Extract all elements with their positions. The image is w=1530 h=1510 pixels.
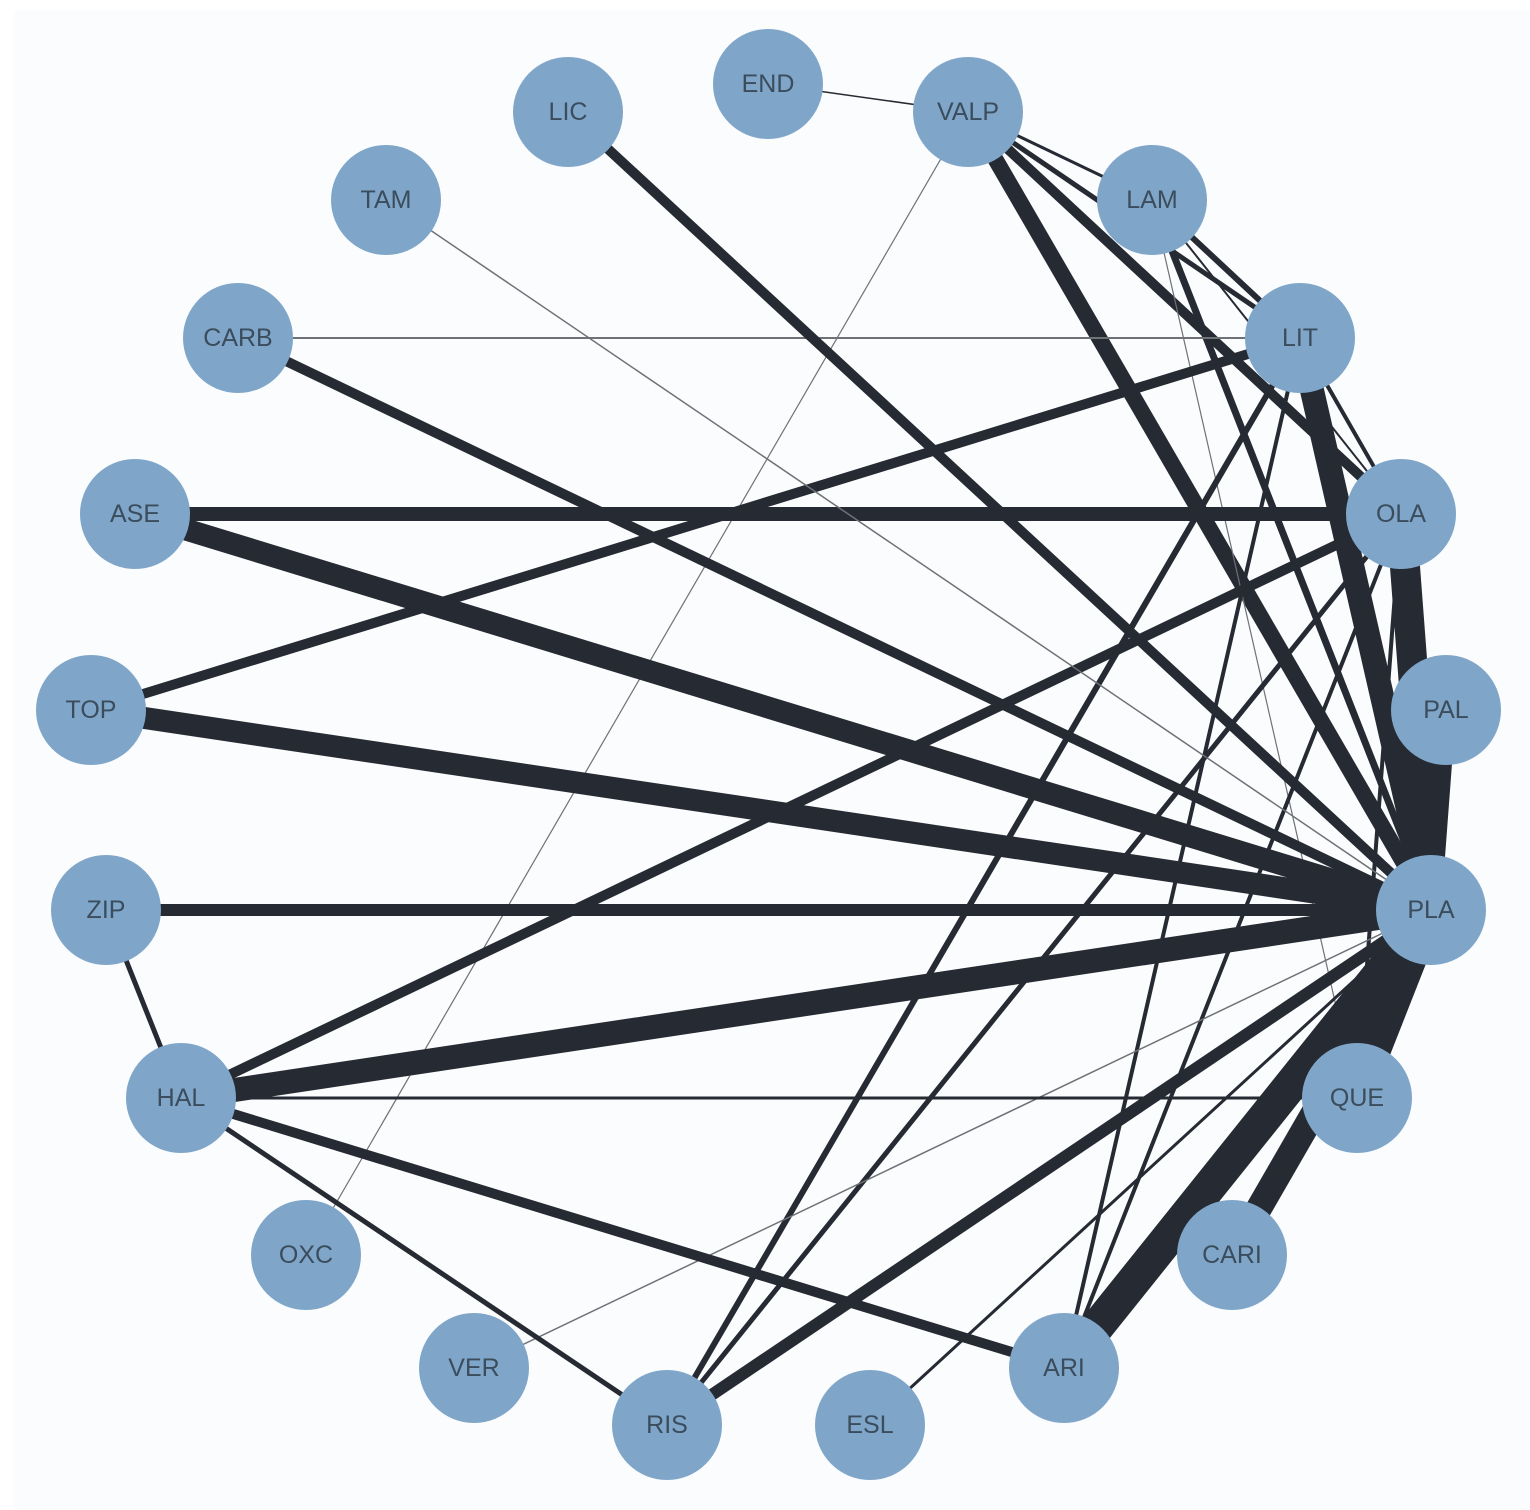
node-carb[interactable]: CARB <box>183 283 293 393</box>
node-circle[interactable] <box>1391 655 1501 765</box>
network-graph: END VALP LAM LIT OLA PAL PLA QUE CARI ARI ESL RIS VE… <box>14 10 1530 1510</box>
node-circle[interactable] <box>51 855 161 965</box>
edge-hal-ris <box>179 1095 669 1428</box>
node-label: LAM <box>1126 186 1177 214</box>
node-circle[interactable] <box>251 1200 361 1310</box>
node-label: HAL <box>157 1084 206 1112</box>
edge-pla-tam <box>385 199 1432 911</box>
node-zip[interactable]: ZIP <box>51 855 161 965</box>
node-label: END <box>742 70 795 98</box>
node-pal[interactable]: PAL <box>1391 655 1501 765</box>
node-label: RIS <box>646 1411 688 1439</box>
node-circle[interactable] <box>913 57 1023 167</box>
node-circle[interactable] <box>36 655 146 765</box>
node-ase[interactable]: ASE <box>80 459 190 569</box>
node-top[interactable]: TOP <box>36 655 146 765</box>
node-ari[interactable]: ARI <box>1009 1313 1119 1423</box>
node-label: ARI <box>1043 1354 1085 1382</box>
edge-lam-que <box>1151 199 1358 1099</box>
edge-pla-carb <box>235 333 1434 915</box>
node-label: PAL <box>1423 696 1468 724</box>
node-circle[interactable] <box>513 57 623 167</box>
node-circle[interactable] <box>419 1313 529 1423</box>
node-que[interactable]: QUE <box>1302 1043 1412 1153</box>
edge-pla-lic <box>564 108 1435 914</box>
node-label: VER <box>448 1354 499 1382</box>
node-lam[interactable]: LAM <box>1097 145 1207 255</box>
node-label: ASE <box>110 500 160 528</box>
node-label: ZIP <box>87 896 126 924</box>
node-label: CARI <box>1202 1241 1262 1269</box>
node-tam[interactable]: TAM <box>331 145 441 255</box>
node-label: ESL <box>846 1411 893 1439</box>
node-circle[interactable] <box>126 1043 236 1153</box>
node-cari[interactable]: CARI <box>1177 1200 1287 1310</box>
node-valp[interactable]: VALP <box>913 57 1023 167</box>
node-pla[interactable]: PLA <box>1376 855 1486 965</box>
edge-lit-top <box>89 333 1302 715</box>
graph-svg: END VALP LAM LIT OLA PAL PLA QUE CARI ARI ESL RIS VE… <box>36 29 1501 1480</box>
node-lic[interactable]: LIC <box>513 57 623 167</box>
edge-pla-ari <box>1050 899 1445 1379</box>
node-end[interactable]: END <box>713 29 823 139</box>
node-label: TAM <box>361 186 412 214</box>
node-label: TOP <box>66 696 117 724</box>
node-circle[interactable] <box>815 1370 925 1480</box>
node-ris[interactable]: RIS <box>612 1370 722 1480</box>
edge-hal-ari <box>179 1093 1066 1373</box>
node-circle[interactable] <box>183 283 293 393</box>
node-circle[interactable] <box>1346 459 1456 569</box>
node-label: LIC <box>549 98 588 126</box>
node-circle[interactable] <box>1376 855 1486 965</box>
node-label: OLA <box>1376 500 1426 528</box>
node-label: OXC <box>279 1241 333 1269</box>
node-label: VALP <box>937 98 999 126</box>
node-circle[interactable] <box>80 459 190 569</box>
node-circle[interactable] <box>612 1370 722 1480</box>
node-label: CARB <box>203 324 272 352</box>
edge-pla-ver <box>473 909 1432 1369</box>
node-label: PLA <box>1407 896 1455 924</box>
edge-pla-ris <box>663 905 1435 1430</box>
nodes-layer: END VALP LAM LIT OLA PAL PLA QUE CARI ARI ESL RIS VE… <box>36 29 1501 1480</box>
edge-lam-pla <box>1148 198 1435 912</box>
node-circle[interactable] <box>1097 145 1207 255</box>
node-hal[interactable]: HAL <box>126 1043 236 1153</box>
edge-pla-ase <box>131 503 1435 921</box>
node-oxc[interactable]: OXC <box>251 1200 361 1310</box>
node-lit[interactable]: LIT <box>1245 283 1355 393</box>
node-ola[interactable]: OLA <box>1346 459 1456 569</box>
node-label: LIT <box>1282 324 1318 352</box>
node-circle[interactable] <box>713 29 823 139</box>
edge-pla-top <box>89 699 1433 921</box>
node-circle[interactable] <box>1245 283 1355 393</box>
node-esl[interactable]: ESL <box>815 1370 925 1480</box>
node-circle[interactable] <box>1302 1043 1412 1153</box>
node-ver[interactable]: VER <box>419 1313 529 1423</box>
node-circle[interactable] <box>1009 1313 1119 1423</box>
edge-pla-hal <box>179 898 1433 1110</box>
node-label: QUE <box>1330 1084 1384 1112</box>
node-circle[interactable] <box>331 145 441 255</box>
node-circle[interactable] <box>1177 1200 1287 1310</box>
